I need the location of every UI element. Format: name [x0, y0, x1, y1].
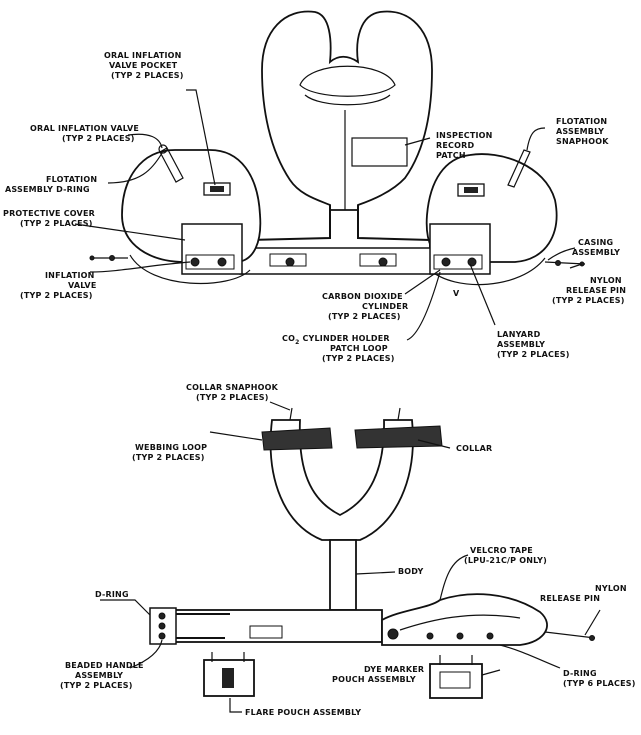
- inspection-record-patch: [351, 137, 408, 167]
- label-beaded-handle: BEADED HANDLE ASSEMBLY (TYP 2 PLACES): [60, 661, 147, 690]
- label-inflation-valve: INFLATION VALVE (TYP 2 PLACES): [20, 271, 100, 300]
- label-flare-pouch: FLARE POUCH ASSEMBLY: [245, 708, 361, 717]
- label-webbing-loop: WEBBING LOOP (TYP 2 PLACES): [132, 443, 210, 462]
- webbing-loop-left: [261, 427, 333, 451]
- label-co2-cylinder: CARBON DIOXIDE CYLINDER (TYP 2 PLACES): [322, 292, 411, 321]
- top-leader-lines: [74, 89, 583, 341]
- bottom-view: COLLAR SNAPHOOK (TYP 2 PLACES) WEBBING L…: [60, 383, 636, 717]
- label-collar: COLLAR: [456, 444, 492, 453]
- label-inspection-record-patch: INSPECTION RECORD PATCH: [436, 131, 496, 160]
- label-casing-assembly: CASING ASSEMBLY: [572, 238, 620, 257]
- label-flotation-snaphook: FLOTATION ASSEMBLY SNAPHOOK: [556, 117, 610, 146]
- label-d-ring-right: D-RING (TYP 6 PLACES): [563, 669, 636, 688]
- label-oral-inflation-valve: ORAL INFLATION VALVE (TYP 2 PLACES): [30, 124, 142, 143]
- label-flotation-d-ring: FLOTATION ASSEMBLY D-RING: [5, 175, 100, 194]
- bottom-casing: [381, 593, 548, 646]
- top-view: V ORAL INFLATION VALVE POCKET (TYP 2 PLA…: [3, 10, 629, 363]
- label-dye-marker-pouch: DYE MARKER POUCH ASSEMBLY: [332, 665, 427, 684]
- left-oral-valve: [159, 147, 184, 183]
- label-co2-cylinder-holder: CO2 CYLINDER HOLDER PATCH LOOP (TYP 2 PL…: [282, 334, 395, 363]
- label-nylon-release-pin-top: NYLON RELEASE PIN (TYP 2 PLACES): [552, 276, 629, 305]
- label-collar-snaphook: COLLAR SNAPHOOK (TYP 2 PLACES): [186, 383, 281, 402]
- collar-snaphook: [289, 407, 401, 421]
- webbing-loop-right: [354, 425, 443, 449]
- top-body: [249, 205, 331, 252]
- flotation-snaphook: [507, 149, 531, 188]
- label-velcro-tape: VELCRO TAPE (LPU-21C/P ONLY): [464, 546, 547, 565]
- label-body: BODY: [398, 567, 424, 576]
- svg-text:V: V: [453, 289, 460, 298]
- label-nylon-release-pin-bottom: NYLON RELEASE PIN: [540, 584, 630, 603]
- top-collar: [261, 10, 433, 211]
- label-oral-inflation-valve-pocket: ORAL INFLATION VALVE POCKET (TYP 2 PLACE…: [104, 51, 185, 80]
- label-lanyard-assembly: LANYARD ASSEMBLY (TYP 2 PLACES): [497, 330, 570, 359]
- label-protective-cover: PROTECTIVE COVER (TYP 2 PLACES): [3, 209, 98, 228]
- bottom-leader-lines: [100, 401, 601, 713]
- label-d-ring-left: D-RING: [95, 590, 129, 599]
- bottom-body: [329, 539, 357, 611]
